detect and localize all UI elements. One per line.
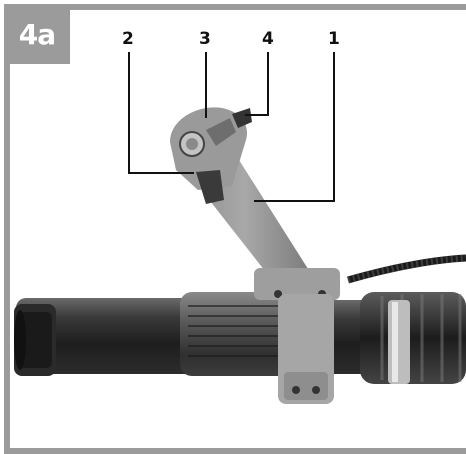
- leader-line-2-vertical: [128, 52, 130, 174]
- callout-3: 3: [199, 29, 211, 49]
- leader-line-4-horizontal: [245, 114, 269, 116]
- lever-4: [232, 108, 252, 128]
- flexible-hose: [360, 292, 466, 384]
- hose-clamp: [388, 300, 410, 384]
- callout-4: 4: [262, 29, 274, 49]
- cable: [347, 254, 466, 284]
- leader-line-2-horizontal: [128, 172, 194, 174]
- leader-line-4-vertical: [267, 52, 269, 116]
- callout-1: 1: [328, 29, 340, 49]
- tube-left: [16, 298, 211, 374]
- trigger-2: [196, 170, 224, 204]
- figure-frame: [4, 4, 466, 454]
- leader-line-1-vertical: [333, 52, 335, 202]
- figure-label-tab: 4a: [4, 4, 70, 64]
- grip-section: [180, 292, 292, 376]
- blower-tube-handle-photo: [14, 107, 466, 404]
- callout-2: 2: [122, 29, 134, 49]
- switch-3: [206, 118, 236, 146]
- leader-line-3: [205, 52, 207, 118]
- figure-label: 4a: [18, 17, 56, 51]
- leader-line-1-horizontal: [254, 200, 335, 202]
